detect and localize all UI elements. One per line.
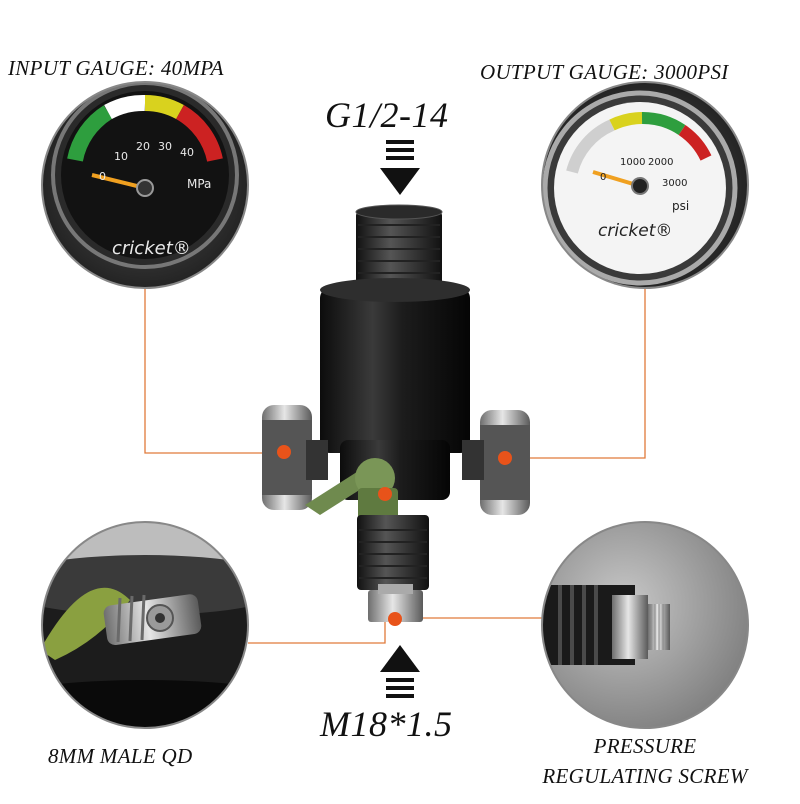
input-tick-10: 10: [114, 150, 128, 163]
output-tick-2000: 2000: [648, 157, 673, 168]
label-bottom-thread: M18*1.5: [320, 704, 453, 744]
marker-screw: [388, 612, 402, 626]
bottom-arrow-icon: [380, 645, 420, 698]
output-tick-1000: 1000: [620, 157, 645, 168]
label-qd: 8MM MALE QD: [48, 744, 193, 768]
output-unit: psi: [672, 199, 689, 213]
output-gauge-zoom: [541, 81, 749, 289]
regulator-body: [262, 204, 530, 622]
callout-markers: [277, 445, 512, 626]
label-screw-line2: REGULATING SCREW: [542, 764, 748, 788]
top-arrow-icon: [380, 140, 420, 195]
input-unit: MPa: [187, 177, 211, 191]
label-output-gauge: OUTPUT GAUGE: 3000PSI: [480, 60, 729, 84]
label-input-gauge: INPUT GAUGE: 40MPA: [8, 56, 224, 80]
input-tick-0: 0: [99, 170, 106, 183]
output-tick-3000: 3000: [662, 178, 687, 189]
marker-input-gauge: [277, 445, 291, 459]
output-brand: cricket®: [598, 221, 672, 241]
input-brand: cricket®: [112, 238, 191, 259]
input-tick-30: 30: [158, 140, 172, 153]
input-tick-20: 20: [136, 140, 150, 153]
marker-output-gauge: [498, 451, 512, 465]
screw-zoom: [541, 521, 749, 729]
input-gauge-zoom: [41, 81, 249, 289]
marker-qd: [378, 487, 392, 501]
label-screw-line1: PRESSURE: [593, 734, 697, 758]
label-top-thread: G1/2-14: [325, 95, 449, 135]
output-tick-0: 0: [600, 172, 606, 183]
qd-zoom: [41, 521, 249, 729]
input-tick-40: 40: [180, 146, 194, 159]
